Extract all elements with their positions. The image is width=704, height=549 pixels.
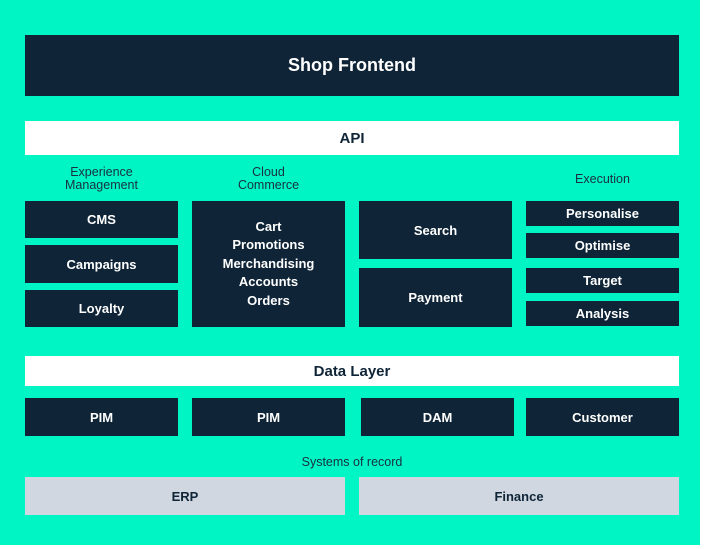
analysis-box: Analysis xyxy=(526,301,679,326)
cloud-commerce-box: Cart Promotions Merchandising Accounts O… xyxy=(192,201,345,327)
loyalty-box: Loyalty xyxy=(25,290,178,327)
promotions-label: Promotions xyxy=(232,237,305,253)
finance-box: Finance xyxy=(359,477,679,515)
orders-label: Orders xyxy=(247,292,290,308)
execution-heading: Execution xyxy=(575,172,630,186)
experience-management-heading: Experience Management xyxy=(65,165,138,192)
data-layer-bar: Data Layer xyxy=(25,356,679,386)
cart-label: Cart xyxy=(255,218,282,234)
optimise-box: Optimise xyxy=(526,233,679,258)
dam-box: DAM xyxy=(361,398,514,436)
cloud-commerce-heading: Cloud Commerce xyxy=(237,165,300,192)
systems-of-record-heading: Systems of record xyxy=(301,455,403,469)
customer-box: Customer xyxy=(526,398,679,436)
campaigns-box: Campaigns xyxy=(25,245,178,283)
accounts-label: Accounts xyxy=(238,274,299,290)
shop-frontend-box: Shop Frontend xyxy=(25,35,679,96)
cms-box: CMS xyxy=(25,201,178,238)
payment-box: Payment xyxy=(359,268,512,327)
api-bar: API xyxy=(25,121,679,155)
personalise-box: Personalise xyxy=(526,201,679,226)
search-box: Search xyxy=(359,201,512,259)
erp-box: ERP xyxy=(25,477,345,515)
pim-box-1: PIM xyxy=(25,398,178,436)
pim-box-2: PIM xyxy=(192,398,345,436)
merchandising-label: Merchandising xyxy=(222,255,315,271)
target-box: Target xyxy=(526,268,679,293)
